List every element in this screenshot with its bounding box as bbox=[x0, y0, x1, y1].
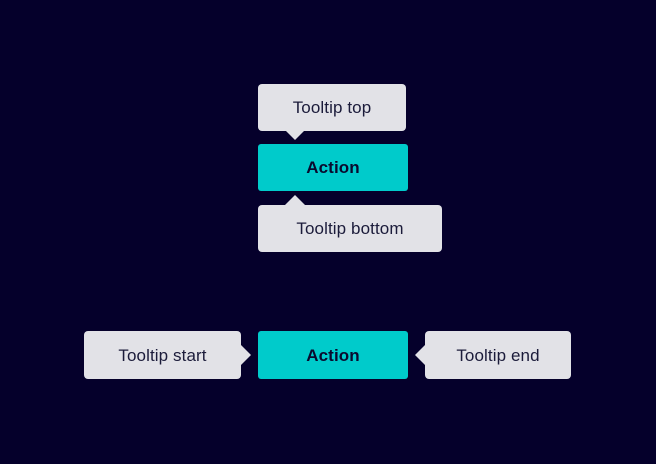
tooltip-start-arrow-right-icon bbox=[241, 345, 251, 365]
tooltip-end: Tooltip end bbox=[425, 331, 571, 379]
tooltip-bottom-arrow-up-icon bbox=[285, 195, 305, 205]
action-button-vertical[interactable]: Action bbox=[258, 144, 408, 191]
action-button-horizontal[interactable]: Action bbox=[258, 331, 408, 379]
tooltip-end-arrow-left-icon bbox=[415, 345, 425, 365]
tooltip-top-arrow-down-icon bbox=[285, 130, 305, 140]
tooltip-bottom: Tooltip bottom bbox=[258, 205, 442, 252]
tooltip-start: Tooltip start bbox=[84, 331, 241, 379]
tooltip-top: Tooltip top bbox=[258, 84, 406, 131]
